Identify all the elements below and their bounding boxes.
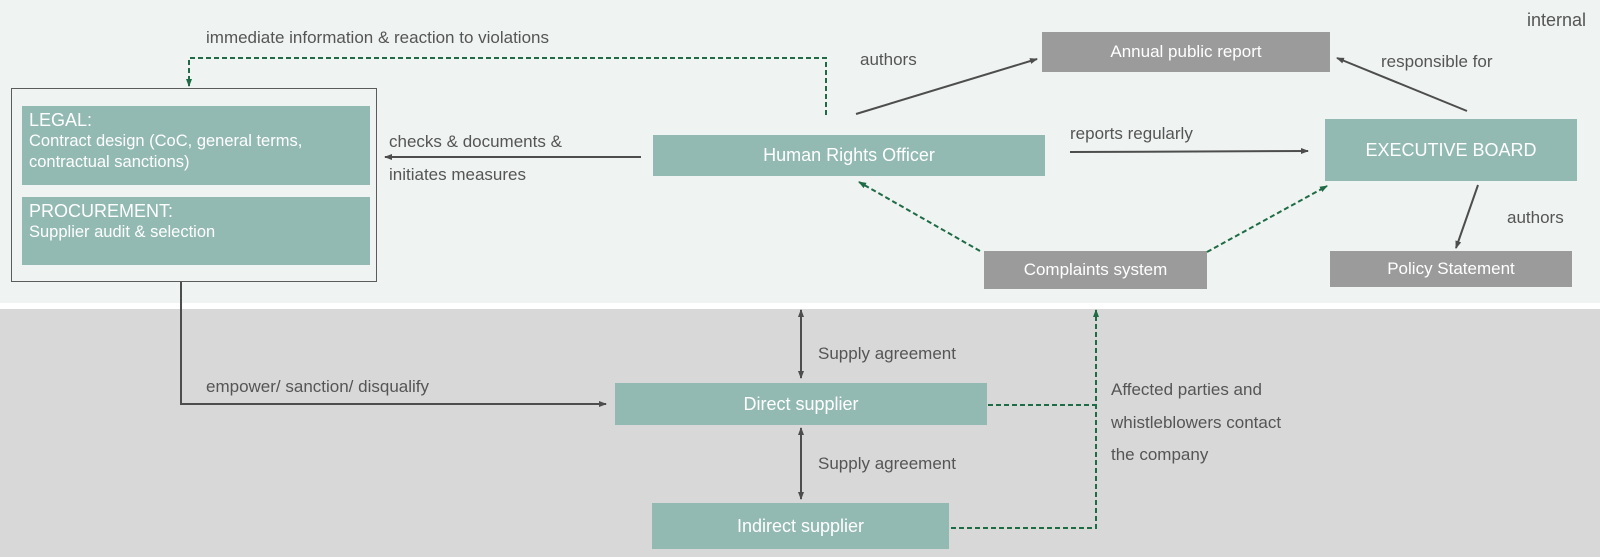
direct-supplier-node[interactable]: Direct supplier	[615, 383, 987, 425]
indirect-supplier-node[interactable]: Indirect supplier	[652, 503, 949, 549]
executive-board-node[interactable]: EXECUTIVE BOARD	[1325, 119, 1577, 181]
legal-text: Contract design (CoC, general terms, con…	[29, 132, 303, 171]
label-checks-line1: checks & documents &	[389, 132, 562, 151]
internal-zone-label: internal	[1526, 10, 1586, 30]
label-supply-agreement-2: Supply agreement	[818, 454, 956, 473]
human-rights-officer-node[interactable]: Human Rights Officer	[653, 135, 1045, 176]
label-empower: empower/ sanction/ disqualify	[206, 377, 430, 396]
label-affected-line1: Affected parties and	[1111, 380, 1262, 399]
annual-public-report-node[interactable]: Annual public report	[1042, 32, 1330, 72]
legal-node[interactable]: LEGAL: Contract design (CoC, general ter…	[22, 106, 370, 185]
label-responsible-for: responsible for	[1381, 52, 1493, 71]
complaints-system-node[interactable]: Complaints system	[984, 251, 1207, 289]
label-checks-line2: initiates measures	[389, 165, 527, 184]
policy-statement-node[interactable]: Policy Statement	[1330, 251, 1572, 287]
zone-divider	[0, 303, 1600, 309]
label-supply-agreement-1: Supply agreement	[818, 344, 956, 363]
procurement-node[interactable]: PROCUREMENT: Supplier audit & selection	[22, 197, 370, 265]
label-reports-regularly: reports regularly	[1070, 124, 1193, 143]
label-affected-line2: whistleblowers contact	[1111, 413, 1282, 432]
procurement-text: Supplier audit & selection	[29, 223, 216, 241]
legal-title: LEGAL:	[29, 110, 93, 130]
label-authors-policy: authors	[1507, 208, 1564, 227]
procurement-title: PROCUREMENT:	[29, 201, 174, 221]
label-immediate-info: immediate information & reaction to viol…	[206, 28, 549, 47]
label-affected-line3: the company	[1111, 445, 1209, 464]
label-authors-report: authors	[860, 50, 917, 69]
